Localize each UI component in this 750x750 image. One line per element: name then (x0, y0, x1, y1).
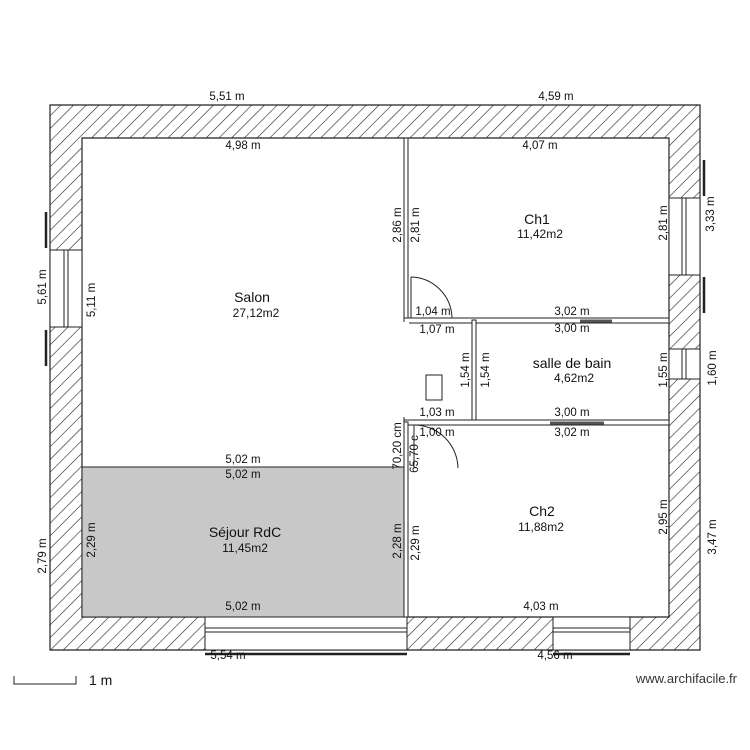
horizontal-dimensions: 5,51 m 4,59 m 4,98 m 4,07 m 1,04 m 3,02 … (209, 91, 589, 662)
dim-top-left-ext: 5,51 m (209, 91, 244, 103)
wall-salon-ch1 (403, 137, 409, 323)
window-right-sdb (668, 348, 701, 380)
room-sejour-name: Séjour RdC (209, 524, 281, 540)
dim-salon-left: 5,11 m (86, 283, 98, 317)
dim-right-ext-top: 3,33 m (705, 196, 717, 231)
dim-sejour-right: 2,28 m (392, 523, 404, 558)
opening-salon-hall (403, 322, 409, 417)
room-labels: Salon 27,12m2 Ch1 11,42m2 salle de bain … (209, 211, 612, 555)
exterior-wall (49, 104, 701, 651)
door-ch2-swing (413, 424, 459, 469)
dim-ch1-right: 2,81 m (658, 205, 670, 240)
windows (44, 160, 706, 656)
room-sejour-area: 11,45m2 (222, 541, 268, 555)
dim-hall-left: 1,54 m (460, 352, 472, 387)
dim-passage-a: 70,20 cm (392, 422, 404, 469)
room-sdb-area: 4,62m2 (554, 371, 594, 385)
window-bottom-ch2 (552, 616, 631, 651)
brand-watermark: www.archifacile.fr (635, 671, 738, 686)
dim-bottom-left-ext: 5,54 m (210, 650, 245, 662)
room-ch2-name: Ch2 (529, 503, 555, 519)
room-salon-area: 27,12m2 (233, 306, 280, 320)
dim-ch1-top: 4,07 m (522, 140, 557, 152)
room-ch1-area: 11,42m2 (517, 227, 563, 241)
dim-sejour-bottom: 5,02 m (225, 601, 260, 613)
dim-salon-bottom: 5,02 m (225, 454, 260, 466)
vertical-dimensions: 5,61 m 5,11 m 2,86 m 2,81 m 2,81 m 3,33 … (37, 196, 719, 573)
wall-sdb-bottom (403, 419, 670, 426)
room-ch2-area: 11,88m2 (518, 520, 564, 534)
scale-bar: 1 m (13, 672, 112, 688)
room-sdb-name: salle de bain (533, 355, 612, 371)
door-ch1-swing (410, 276, 453, 319)
dim-ch2-left: 2,29 m (410, 525, 422, 560)
dim-ch2-top: 3,02 m (554, 427, 589, 439)
room-salon-name: Salon (234, 289, 270, 305)
dim-ch2-right: 2,95 m (658, 499, 670, 534)
dim-sdb-top: 3,00 m (554, 323, 589, 335)
dim-door-ch2: 1,00 m (419, 427, 454, 439)
doors (410, 276, 612, 469)
dim-left-ext-bottom: 2,79 m (37, 538, 49, 573)
window-bottom-sejour (204, 616, 408, 651)
dim-sdb-left: 1,54 m (480, 352, 492, 387)
dim-door-ch1: 1,04 m (415, 306, 450, 318)
wall-ch1-bottom (403, 317, 670, 324)
dim-right-ext-bottom: 3,47 m (707, 519, 719, 554)
dim-sdb-right: 1,55 m (658, 352, 670, 387)
wall-sejour-ch2 (403, 421, 409, 618)
interior-walls (403, 137, 670, 618)
scale-label: 1 m (89, 672, 112, 688)
sejour-fill (81, 466, 405, 618)
dim-hall-top: 1,07 m (419, 324, 454, 336)
dim-ch1-bottom: 3,02 m (554, 306, 589, 318)
window-left (49, 249, 83, 328)
hall-fixture-icon (425, 374, 443, 401)
dim-bottom-right-ext: 4,56 m (537, 650, 572, 662)
dim-sdb-bottom: 3,00 m (554, 407, 589, 419)
dim-sejour-left: 2,29 m (86, 522, 98, 557)
dim-salon-top: 4,98 m (225, 140, 260, 152)
room-ch1-name: Ch1 (524, 211, 550, 227)
window-right-ch1 (668, 197, 701, 276)
dim-right-ext-mid: 1,60 m (707, 350, 719, 385)
dim-ch1-left-a: 2,86 m (392, 207, 404, 242)
dim-top-right-ext: 4,59 m (538, 91, 573, 103)
dim-hall-bottom: 1,03 m (419, 407, 454, 419)
dim-left-ext-top: 5,61 m (37, 269, 49, 304)
dim-sejour-top: 5,02 m (225, 469, 260, 481)
dim-passage-b: 65,70 c (409, 435, 421, 473)
dim-ch2-bottom: 4,03 m (523, 601, 558, 613)
dim-ch1-left-b: 2,81 m (410, 207, 422, 242)
wall-hall-sdb (471, 319, 477, 423)
